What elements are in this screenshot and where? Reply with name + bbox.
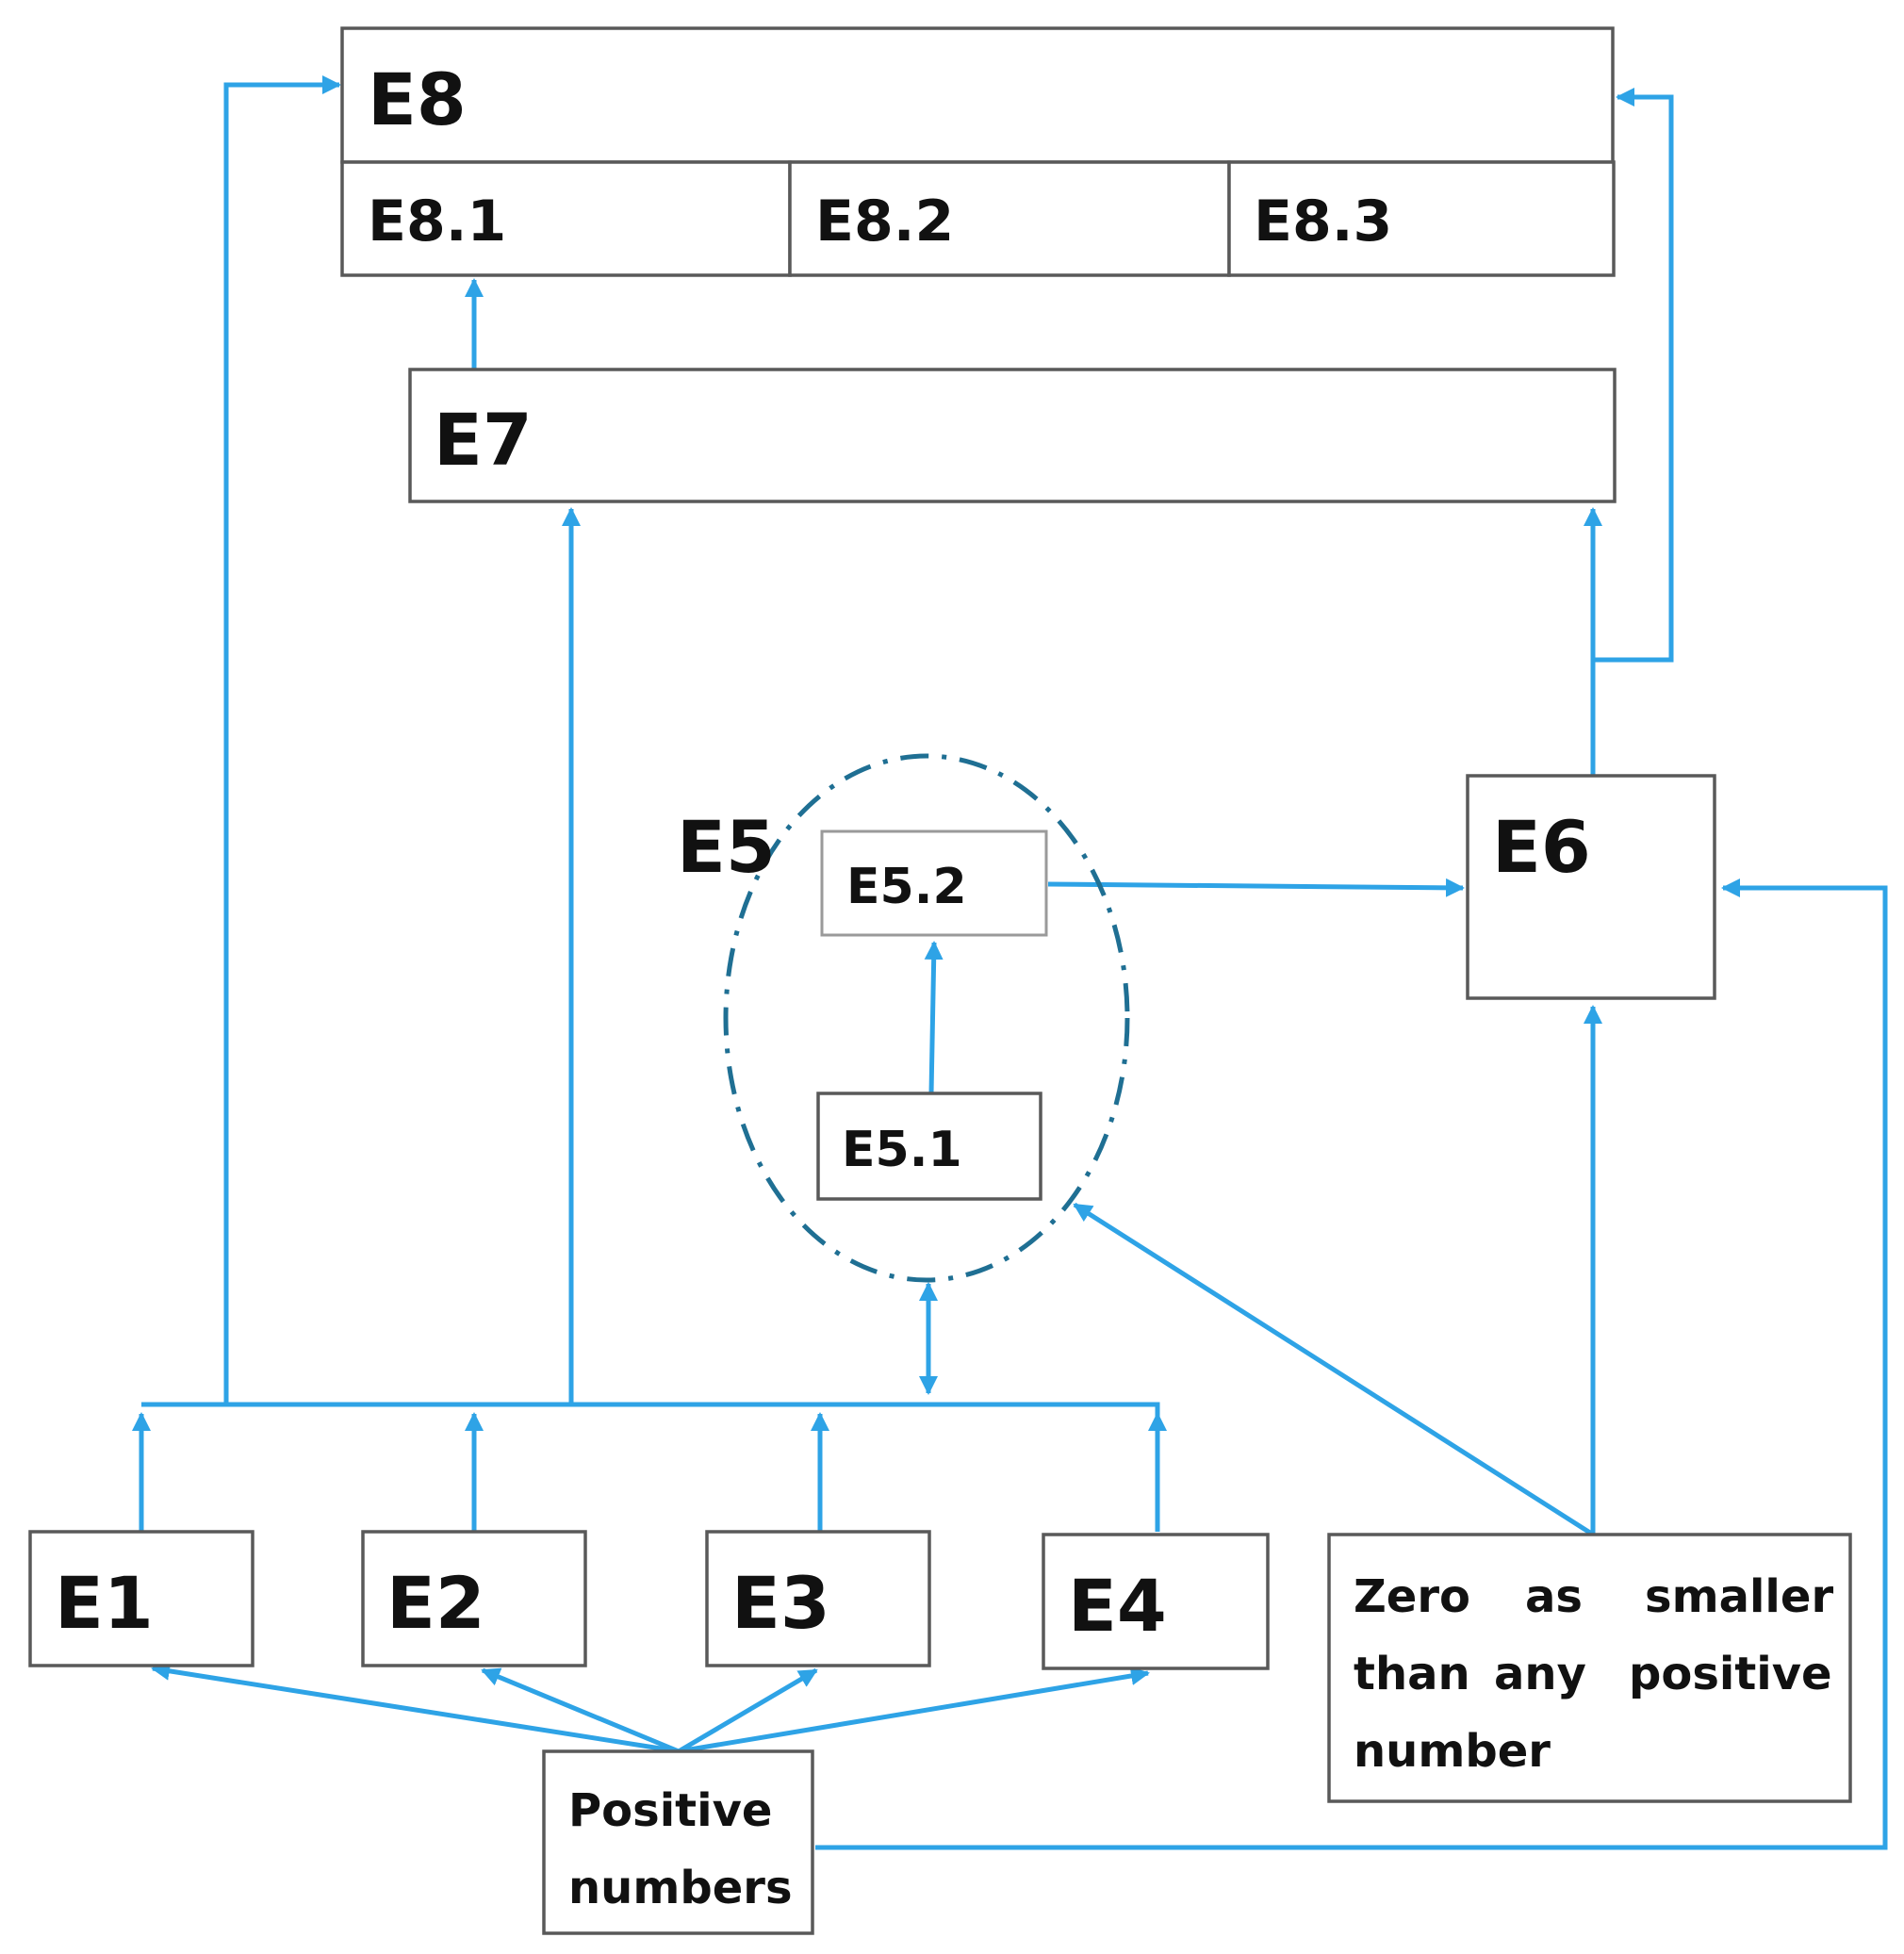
box-e1[interactable]: E1	[28, 1530, 254, 1667]
positive-word-2: numbers	[568, 1862, 793, 1914]
e5-group-label: E5	[677, 805, 776, 889]
box-e7[interactable]: E7	[408, 368, 1617, 503]
box-e8-3[interactable]: E8.3	[1227, 160, 1616, 277]
arrow-positive-to-e2	[481, 1667, 680, 1754]
zero-word-any: any	[1494, 1648, 1586, 1700]
e5-group-ellipse	[723, 753, 1130, 1283]
arrow-e6-to-e8	[1593, 88, 1674, 663]
positive-text: Positive numbers	[568, 1784, 793, 1914]
box-e8-2-label: E8.2	[815, 189, 954, 255]
zero-word-number: number	[1354, 1725, 1551, 1778]
zero-line-3: number	[1354, 1725, 1551, 1778]
box-positive-numbers[interactable]: Positive numbers	[542, 1749, 814, 1935]
box-zero[interactable]: Zero as smaller than any positive number	[1327, 1533, 1852, 1803]
zero-word-smaller: smaller	[1645, 1570, 1833, 1623]
arrow-e5-1-to-e5-2	[924, 941, 944, 1094]
box-e6[interactable]: E6	[1466, 774, 1716, 1000]
zero-line-2: than any positive	[1354, 1648, 1832, 1700]
box-e8-1[interactable]: E8.1	[340, 160, 792, 277]
box-e8-3-label: E8.3	[1254, 189, 1392, 255]
connectors	[132, 75, 1888, 1850]
box-e5-1[interactable]: E5.1	[816, 1092, 1042, 1201]
bus-line	[141, 1402, 1160, 1419]
box-e2[interactable]: E2	[361, 1530, 587, 1667]
box-e8-1-label: E8.1	[368, 189, 506, 255]
arrow-bus-to-e8	[223, 75, 341, 1404]
box-e2-label: E2	[386, 1561, 485, 1645]
box-e4[interactable]: E4	[1042, 1533, 1270, 1670]
box-e6-label: E6	[1492, 805, 1591, 889]
arrow-zero-to-e5	[1073, 1202, 1595, 1537]
box-e5-2-label: E5.2	[846, 859, 967, 915]
zero-word-positive: positive	[1629, 1648, 1832, 1700]
zero-word-as: as	[1525, 1570, 1583, 1623]
box-e8-label: E8	[368, 57, 467, 141]
box-e8-2[interactable]: E8.2	[788, 160, 1231, 277]
zero-word-zero: Zero	[1354, 1570, 1470, 1623]
zero-line-1: Zero as smaller	[1354, 1570, 1833, 1623]
box-e5-2[interactable]: E5.2	[820, 829, 1048, 937]
zero-word-than: than	[1354, 1648, 1470, 1700]
positive-word-1: Positive	[568, 1784, 772, 1837]
arrow-positive-to-e4	[678, 1667, 1150, 1754]
box-e5-1-label: E5.1	[842, 1122, 962, 1178]
arrow-positive-to-e6	[815, 878, 1888, 1850]
box-e4-label: E4	[1068, 1564, 1167, 1648]
box-e3[interactable]: E3	[705, 1530, 931, 1667]
arrow-positive-to-e1	[151, 1661, 680, 1754]
arrow-positive-to-e3	[677, 1667, 818, 1754]
box-e1-label: E1	[55, 1561, 154, 1645]
box-e8[interactable]: E8	[340, 26, 1615, 164]
box-e3-label: E3	[731, 1561, 830, 1645]
box-e7-label: E7	[434, 398, 533, 482]
arrow-e5-2-to-e6	[1047, 878, 1465, 897]
